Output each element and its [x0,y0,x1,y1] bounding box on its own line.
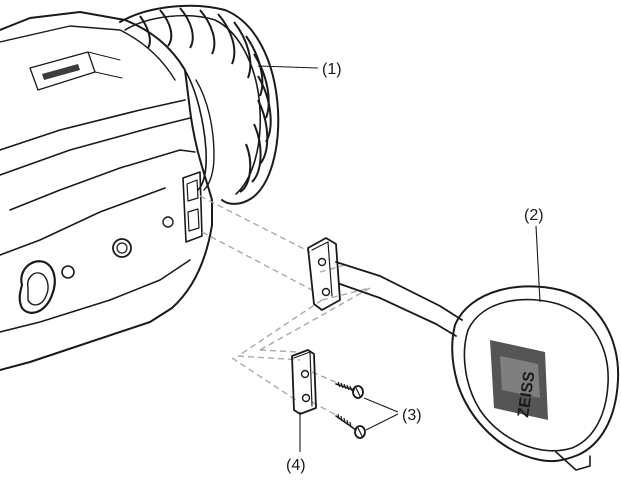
eyepiece-ring [119,4,280,205]
lens-cap: ZEISS [307,225,620,471]
side-hole-3 [162,216,174,228]
guide-lines [199,195,371,417]
side-hole-1 [61,265,75,279]
side-hole-2 [112,238,132,258]
top-badge [29,51,123,91]
mount-plate [291,349,317,452]
callout-4: (4) [286,457,306,474]
callout-1: (1) [322,61,342,78]
cap-logo: ZEISS [490,340,548,420]
device-body [0,11,213,371]
leader-2 [535,225,541,303]
leader-1 [257,65,319,69]
screw-upper [335,381,364,399]
logo-text: ZEISS [515,370,538,418]
callout-3: (3) [402,407,422,424]
screw-lower [335,413,366,439]
screws [335,381,399,439]
attachment-slot [182,171,203,243]
leader-3a [363,397,399,413]
callout-2: (2) [524,207,544,224]
leader-3b [365,413,399,431]
side-button [18,260,56,314]
